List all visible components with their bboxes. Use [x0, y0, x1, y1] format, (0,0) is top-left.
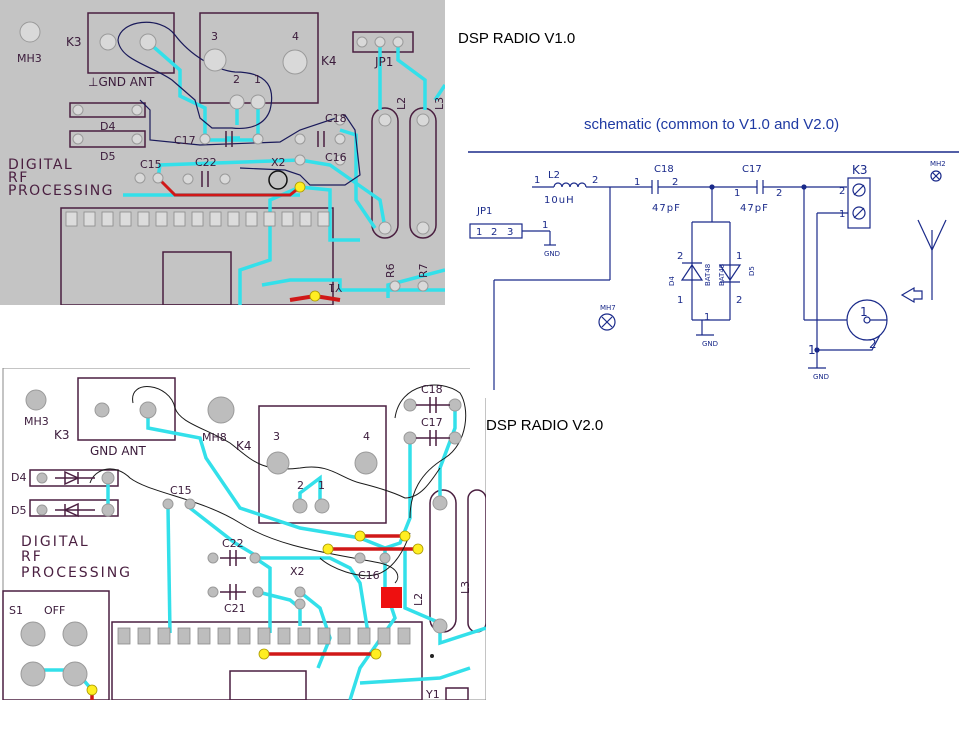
pcb-v1-c22-label: C22 [195, 156, 217, 169]
pcb-v1-board [0, 0, 445, 305]
pcb-v2-c18-label: C18 [421, 383, 443, 396]
pcb-v2-c21-label: C21 [224, 602, 246, 615]
pcb-v1-k4-label: K4 [321, 54, 337, 68]
sch-d4-part: BAT48 [704, 264, 712, 286]
schematic-title: schematic (common to V1.0 and V2.0) [584, 116, 840, 133]
pcb-v2-red-square [381, 587, 402, 608]
sch-l2-pin2: 2 [592, 175, 598, 186]
pcb-v2-mh3-label: MH3 [24, 415, 49, 428]
sch-d5-pin2: 2 [736, 295, 742, 306]
sch-jp1-gnd: GND [544, 250, 560, 258]
pcb-v1-gnd-ant-label: ⊥GND ANT [88, 75, 155, 89]
pcb-v1-pin3-label: 3 [211, 30, 218, 43]
pcb-v2-c17-label: C17 [421, 416, 443, 429]
sch-jp1-label: JP1 [476, 206, 492, 217]
pcb-v2-pin1-label: 1 [318, 479, 325, 492]
sch-d4-pin1: 1 [677, 295, 683, 306]
pcb-v1-l2-label: L2 [395, 97, 408, 110]
pcb-v2-d5-label: D5 [11, 504, 26, 517]
pcb-v2-pin4-label: 4 [363, 430, 370, 443]
pcb-v1-x2-label: X2 [271, 156, 286, 169]
pcb-v2-mh8-label: MH8 [202, 431, 227, 444]
pcb-v2-l3-label: L3 [459, 581, 472, 594]
pcb-v2-gnd-ant-label: GND ANT [90, 444, 147, 458]
sch-d5-pin1: 1 [736, 251, 742, 262]
pcb-v1-digital-text: DIGITAL [8, 157, 73, 173]
pcb-v1-c17-label: C17 [174, 134, 196, 147]
schematic-diagram: JP1 1 2 3 1 GND L2 10uH 1 2 C18 47pF 1 2… [468, 151, 959, 390]
pcb-v1-k3-label: K3 [66, 35, 82, 49]
sch-c17-ref: C17 [742, 164, 762, 175]
pcb-v1-c15-label: C15 [140, 158, 162, 171]
sch-mh2-label: MH2 [930, 160, 946, 168]
sch-k3-pin2: 2 [839, 186, 845, 197]
pcb-v1-c18-label: C18 [325, 112, 347, 125]
pcb-v2-digital-text: DIGITAL [21, 534, 90, 550]
pcb-v2-k4-label: K4 [236, 439, 252, 453]
pcb-v1-d4-label: D4 [100, 120, 115, 133]
sch-l2-value: 10uH [544, 195, 575, 206]
sch-mh7-label: MH7 [600, 304, 616, 312]
pcb-v2-off-label: OFF [44, 604, 65, 617]
sch-coax-pin2: 2 [869, 337, 877, 351]
pcb-v1-rf-text: RF [8, 170, 29, 186]
v2-title: DSP RADIO V2.0 [486, 417, 604, 434]
pcb-v1-jp1-label: JP1 [374, 55, 393, 69]
pcb-v2-y1-label: Y1 [425, 688, 440, 700]
sch-c18-pin1: 1 [634, 177, 640, 188]
pcb-v2-c22-label: C22 [222, 537, 244, 550]
sch-jp1-pin2: 2 [491, 227, 497, 238]
pcb-v2-x2-label: X2 [290, 565, 305, 578]
sch-c18-pin2: 2 [672, 177, 678, 188]
pcb-v2-pin2-label: 2 [297, 479, 304, 492]
sch-k3-pin1: 1 [839, 209, 845, 220]
sch-c17-pin2: 1 [734, 188, 740, 199]
pcb-v1-y1-label: Y1 [328, 281, 343, 294]
sch-d5-ref: D5 [748, 266, 756, 276]
sch-l2-ref: L2 [548, 170, 560, 181]
pcb-v1-l3-label: L3 [433, 97, 445, 110]
sch-jp1-out-pin: 1 [542, 220, 548, 231]
pcb-v2-c15-label: C15 [170, 484, 192, 497]
sch-coax-shield-pin: 1 [808, 343, 816, 357]
sch-c17-pin1: 2 [776, 188, 782, 199]
sch-d4-ref: D4 [668, 276, 676, 286]
pcb-v1-pin2-label: 2 [233, 73, 240, 86]
pcb-v2-c16-label: C16 [358, 569, 380, 582]
sch-k3-ref: K3 [852, 163, 868, 177]
pcb-v1-layout: MH3 K3 K4 JP1 ⊥GND ANT 3 4 2 1 D4 D5 C17… [0, 0, 445, 305]
pcb-v1-c16-label: C16 [325, 151, 347, 164]
sch-c18-value: 47pF [652, 203, 681, 214]
sch-l2-pin1: 1 [534, 175, 540, 186]
sch-coax-pin1: 1 [860, 305, 868, 319]
pcb-v2-k3-label: K3 [54, 428, 70, 442]
pcb-v2-pin3-label: 3 [273, 430, 280, 443]
pcb-v1-pin4-label: 4 [292, 30, 299, 43]
pcb-v2-processing-text: PROCESSING [21, 565, 132, 581]
sch-c18-ref: C18 [654, 164, 674, 175]
pcb-v1-r6-label: R6 [384, 263, 397, 278]
pcb-v1-d5-label: D5 [100, 150, 115, 163]
sch-jp1-pin1: 1 [476, 227, 482, 238]
sch-bridge-gnd: GND [702, 340, 718, 348]
sch-coax-gnd: GND [813, 373, 829, 381]
pcb-v1-r7-label: R7 [417, 263, 430, 278]
pcb-v2-layout: MH3 K3 MH8 K4 GND ANT 3 4 2 1 D4 D5 C18 … [2, 368, 486, 700]
sch-jp1-pin3: 3 [507, 227, 513, 238]
pcb-v2-d4-label: D4 [11, 471, 26, 484]
pcb-v2-l2-label: L2 [412, 593, 425, 606]
sch-d5-part: BAT48 [718, 264, 726, 286]
v1-title: DSP RADIO V1.0 [458, 30, 576, 47]
sch-c17-value: 47pF [740, 203, 769, 214]
pcb-v2-s1-label: S1 [9, 604, 23, 617]
pcb-v1-pin1-label: 1 [254, 73, 261, 86]
pcb-v2-rf-text: RF [21, 549, 43, 565]
sch-bridge-pin: 1 [704, 312, 710, 323]
pcb-v1-mh3-label: MH3 [17, 52, 42, 65]
sch-d4-pin2: 2 [677, 251, 683, 262]
pcb-v1-processing-text: PROCESSING [8, 183, 114, 199]
